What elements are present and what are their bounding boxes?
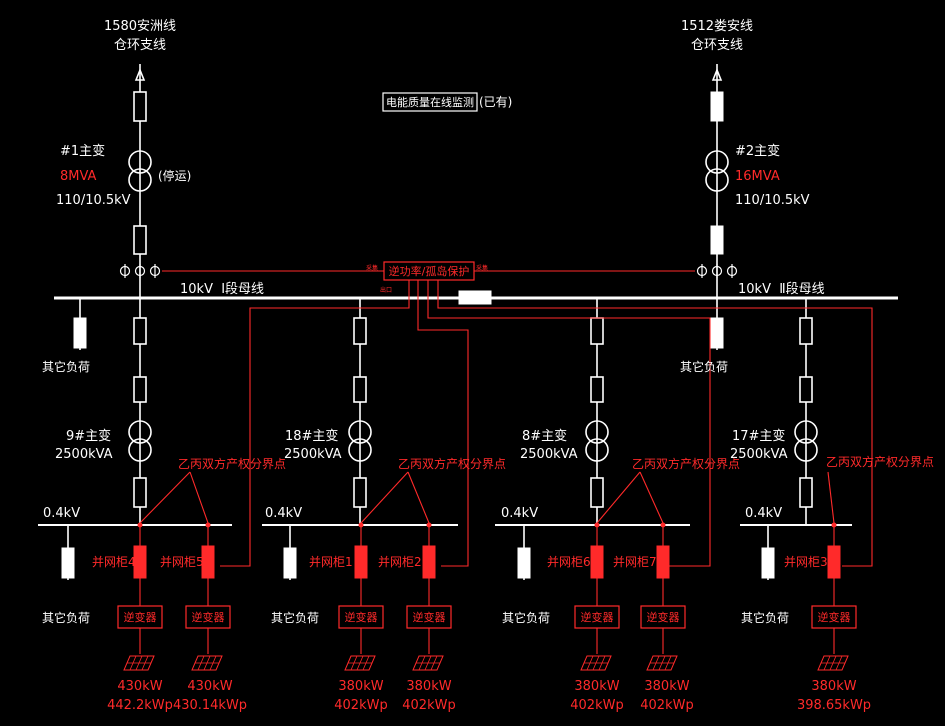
tx-18-rating: 2500kVA (284, 447, 342, 462)
left-line-sub: 仓环支线 (114, 38, 166, 53)
right-line-sub: 仓环支线 (691, 38, 743, 53)
cabinet-5-label: 并网柜5 (160, 555, 204, 569)
cabinet-6-label: 并网柜6 (547, 555, 591, 569)
tx-17-name: 17#主变 (732, 428, 785, 444)
tx-18-name: 18#主变 (285, 428, 338, 444)
cabinet-1-label: 并网柜1 (309, 555, 353, 569)
cabinet-4-label: 并网柜4 (92, 555, 136, 569)
tx-8-rating: 2500kVA (520, 447, 578, 462)
white-solid-switches (61, 91, 775, 579)
pv-1-peak: 442.2kWp (107, 698, 173, 713)
other-load-10kv-left: 其它负荷 (42, 359, 90, 374)
pv-panel-icon (817, 655, 849, 671)
pv-panel-icon (191, 655, 223, 671)
pv-1-power: 430kW (117, 679, 162, 694)
main-tx-1-rating: 8MVA (60, 169, 97, 184)
pv-5-peak: 402kWp (570, 698, 623, 713)
boundary-label-4: 乙丙双方产权分界点 (826, 454, 934, 469)
red-labels: 8MVA 16MVA 逆功率/孤岛保护 采集 出口 采集 乙丙双方产权分界点 乙… (60, 169, 934, 713)
boundary-label-3: 乙丙双方产权分界点 (632, 456, 740, 471)
pv-3-power: 380kW (338, 679, 383, 694)
pv-panel-icon (646, 655, 678, 671)
pv-panel-icon (412, 655, 444, 671)
pv-4-peak: 402kWp (402, 698, 455, 713)
grid-cabinet-boxes (133, 545, 841, 579)
pv-panel-icon (344, 655, 376, 671)
other-load-04kv-4: 其它负荷 (741, 610, 789, 625)
inverter-label-5: 逆变器 (581, 610, 614, 624)
pv-3-peak: 402kWp (334, 698, 387, 713)
pv-panel-icon (123, 655, 155, 671)
pv-2-peak: 430.14kWp (173, 698, 247, 713)
boundary-label-2: 乙丙双方产权分界点 (398, 456, 506, 471)
main-tx-1-status: (停运) (158, 168, 191, 183)
transformer-symbols (128, 150, 818, 462)
main-tx-1-name: #1主变 (60, 143, 105, 159)
other-load-04kv-3: 其它负荷 (502, 610, 550, 625)
inverter-label-2: 逆变器 (192, 610, 225, 624)
pv-7-power: 380kW (811, 679, 856, 694)
inverter-label-6: 逆变器 (647, 610, 680, 624)
inverter-label-1: 逆变器 (124, 610, 157, 624)
tx-8-name: 8#主变 (522, 428, 567, 444)
boundary-label-1: 乙丙双方产权分界点 (178, 456, 286, 471)
protection-input-right: 采集 (476, 264, 488, 272)
pv-6-power: 380kW (644, 679, 689, 694)
pv-array-icons (123, 655, 849, 671)
tx-17-rating: 2500kVA (730, 447, 788, 462)
monitor-note: (已有) (479, 95, 512, 109)
main-tx-2-ratio: 110/10.5kV (735, 193, 810, 208)
left-line-name: 1580安洲线 (104, 19, 176, 34)
pv-2-power: 430kW (187, 679, 232, 694)
bus-10kv-left-label: 10kV Ⅰ段母线 (180, 282, 264, 297)
monitor-label: 电能质量在线监测 (386, 95, 474, 109)
inverter-boxes (117, 605, 857, 629)
protection-label: 逆功率/孤岛保护 (389, 264, 470, 278)
bus-10kv-right-label: 10kV Ⅱ段母线 (738, 282, 825, 297)
inverter-label-7: 逆变器 (818, 610, 851, 624)
protection-output-left: 出口 (380, 286, 392, 294)
pv-7-peak: 398.65kWp (797, 698, 871, 713)
bus-04kv-label-4: 0.4kV (745, 506, 782, 521)
main-tx-1-ratio: 110/10.5kV (56, 193, 131, 208)
other-load-10kv-right: 其它负荷 (680, 359, 728, 374)
main-tx-2-rating: 16MVA (735, 169, 780, 184)
cabinet-7-label: 并网柜7 (613, 555, 657, 569)
tx-9-rating: 2500kVA (55, 447, 113, 462)
bus-04kv-label-1: 0.4kV (43, 506, 80, 521)
pv-5-power: 380kW (574, 679, 619, 694)
pv-6-peak: 402kWp (640, 698, 693, 713)
protection-input-left: 采集 (366, 264, 378, 272)
bus-04kv-label-3: 0.4kV (501, 506, 538, 521)
other-load-04kv-1: 其它负荷 (42, 610, 90, 625)
inverter-label-3: 逆变器 (345, 610, 378, 624)
inverter-label-4: 逆变器 (413, 610, 446, 624)
right-line-name: 1512娄安线 (681, 19, 753, 34)
red-wiring (139, 261, 873, 654)
other-load-04kv-2: 其它负荷 (271, 610, 319, 625)
pv-panel-icon (580, 655, 612, 671)
white-switches (133, 91, 813, 508)
cabinet-3-label: 并网柜3 (784, 555, 828, 569)
bus-04kv-label-2: 0.4kV (265, 506, 302, 521)
white-labels: 1580安洲线 仓环支线 1512娄安线 仓环支线 电能质量在线监测 (已有) … (42, 19, 825, 625)
boundary-points (137, 522, 837, 528)
pv-4-power: 380kW (406, 679, 451, 694)
cabinet-2-label: 并网柜2 (378, 555, 422, 569)
tx-9-name: 9#主变 (66, 428, 111, 444)
main-tx-2-name: #2主变 (735, 143, 780, 159)
